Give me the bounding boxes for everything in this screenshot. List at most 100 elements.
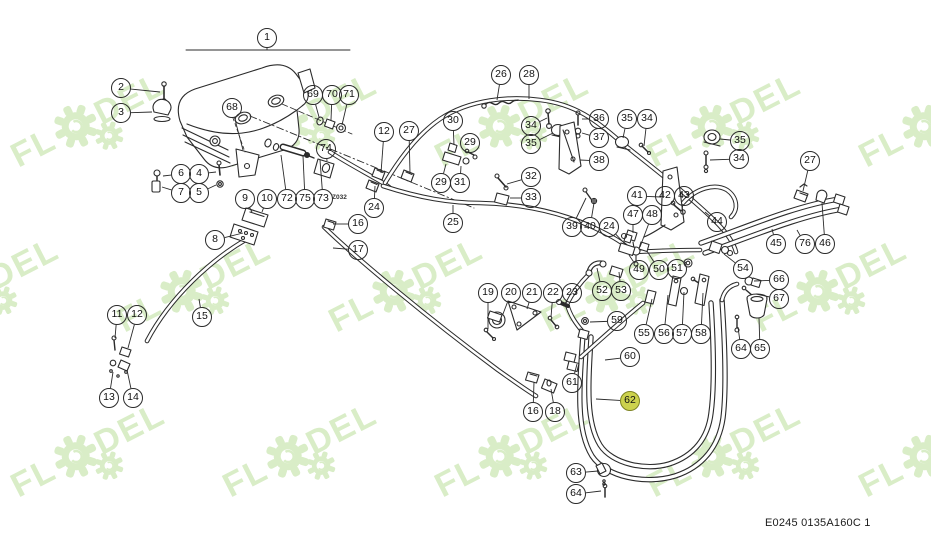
callout-20[interactable]: 20	[501, 283, 521, 303]
callout-39[interactable]: 39	[562, 217, 582, 237]
callout-14[interactable]: 14	[123, 388, 143, 408]
callout-35[interactable]: 35	[521, 134, 541, 154]
callout-50[interactable]: 50	[649, 260, 669, 280]
leader-line	[126, 369, 132, 389]
callout-69[interactable]: 69	[303, 85, 323, 105]
callout-35[interactable]: 35	[730, 131, 750, 151]
callout-34[interactable]: 34	[729, 149, 749, 169]
callout-42[interactable]: 42	[655, 186, 675, 206]
callout-24[interactable]: 24	[599, 217, 619, 237]
callout-33[interactable]: 33	[521, 188, 541, 208]
callout-21[interactable]: 21	[522, 283, 542, 303]
callout-60[interactable]: 60	[620, 347, 640, 367]
leader-line	[719, 138, 731, 141]
callout-44[interactable]: 44	[707, 212, 727, 232]
callout-66[interactable]: 66	[769, 270, 789, 290]
callout-27[interactable]: 27	[800, 151, 820, 171]
callout-2[interactable]: 2	[111, 78, 131, 98]
leader-line	[550, 388, 554, 403]
callout-64[interactable]: 64	[566, 484, 586, 504]
callout-57[interactable]: 57	[672, 324, 692, 344]
callout-3[interactable]: 3	[111, 103, 131, 123]
callout-27[interactable]: 27	[399, 121, 419, 141]
callout-56[interactable]: 56	[654, 324, 674, 344]
callout-19[interactable]: 19	[478, 283, 498, 303]
callout-12[interactable]: 12	[374, 122, 394, 142]
callout-75[interactable]: 75	[295, 189, 315, 209]
callout-32[interactable]: 32	[521, 167, 541, 187]
callout-67[interactable]: 67	[769, 289, 789, 309]
callout-64[interactable]: 64	[731, 339, 751, 359]
callout-62[interactable]: 62	[620, 391, 640, 411]
callout-59[interactable]: 59	[607, 311, 627, 331]
callout-28[interactable]: 28	[519, 65, 539, 85]
callout-43[interactable]: 43	[674, 186, 694, 206]
callout-72[interactable]: 72	[277, 189, 297, 209]
callout-61[interactable]: 61	[562, 373, 582, 393]
leader-line	[771, 228, 774, 235]
callout-1[interactable]: 1	[257, 28, 277, 48]
callout-9[interactable]: 9	[235, 189, 255, 209]
callout-58[interactable]: 58	[691, 324, 711, 344]
callout-15[interactable]: 15	[192, 307, 212, 327]
callout-35[interactable]: 35	[617, 109, 637, 129]
leader-line	[332, 247, 349, 250]
callout-52[interactable]: 52	[592, 281, 612, 301]
callout-25[interactable]: 25	[443, 213, 463, 233]
callout-76[interactable]: 76	[795, 234, 815, 254]
callout-53[interactable]: 53	[611, 281, 631, 301]
callout-41[interactable]: 41	[627, 186, 647, 206]
callout-29[interactable]: 29	[460, 133, 480, 153]
callout-37[interactable]: 37	[589, 128, 609, 148]
leader-line	[574, 363, 578, 374]
callout-38[interactable]: 38	[589, 151, 609, 171]
callout-12[interactable]: 12	[127, 305, 147, 325]
leader-line	[452, 130, 455, 146]
callout-30[interactable]: 30	[443, 111, 463, 131]
callout-51[interactable]: 51	[667, 259, 687, 279]
callout-6[interactable]: 6	[171, 164, 191, 184]
callout-40[interactable]: 40	[580, 217, 600, 237]
callout-54[interactable]: 54	[733, 259, 753, 279]
leader-line	[319, 159, 323, 190]
callout-55[interactable]: 55	[634, 324, 654, 344]
callout-11[interactable]: 11	[107, 305, 127, 325]
callout-7[interactable]: 7	[171, 183, 191, 203]
callout-18[interactable]: 18	[545, 402, 565, 422]
callout-10[interactable]: 10	[257, 189, 277, 209]
leader-line	[672, 202, 676, 206]
callout-68[interactable]: 68	[222, 98, 242, 118]
callout-16[interactable]: 16	[523, 402, 543, 422]
leader-line	[130, 111, 153, 114]
callout-34[interactable]: 34	[521, 116, 541, 136]
callout-65[interactable]: 65	[750, 339, 770, 359]
callout-31[interactable]: 31	[450, 173, 470, 193]
leader-line	[550, 302, 553, 318]
reservoir-tank	[177, 64, 316, 178]
callout-16[interactable]: 16	[348, 214, 368, 234]
callout-45[interactable]: 45	[766, 234, 786, 254]
leader-line	[280, 154, 287, 190]
callout-22[interactable]: 22	[543, 283, 563, 303]
callout-29[interactable]: 29	[431, 173, 451, 193]
callout-17[interactable]: 17	[348, 240, 368, 260]
callout-74[interactable]: 74	[316, 139, 336, 159]
callout-49[interactable]: 49	[629, 260, 649, 280]
callout-48[interactable]: 48	[642, 205, 662, 225]
callout-13[interactable]: 13	[99, 388, 119, 408]
leader-line	[615, 233, 626, 245]
callout-8[interactable]: 8	[205, 230, 225, 250]
callout-36[interactable]: 36	[589, 109, 609, 129]
callout-73[interactable]: 73	[313, 189, 333, 209]
callout-46[interactable]: 46	[815, 234, 835, 254]
callout-71[interactable]: 71	[339, 85, 359, 105]
callout-23[interactable]: 23	[562, 283, 582, 303]
callout-47[interactable]: 47	[623, 205, 643, 225]
callout-26[interactable]: 26	[491, 65, 511, 85]
callout-24[interactable]: 24	[364, 198, 384, 218]
callout-5[interactable]: 5	[189, 183, 209, 203]
callout-34[interactable]: 34	[637, 109, 657, 129]
leader-line	[261, 208, 264, 213]
callout-63[interactable]: 63	[566, 463, 586, 483]
callout-4[interactable]: 4	[189, 164, 209, 184]
